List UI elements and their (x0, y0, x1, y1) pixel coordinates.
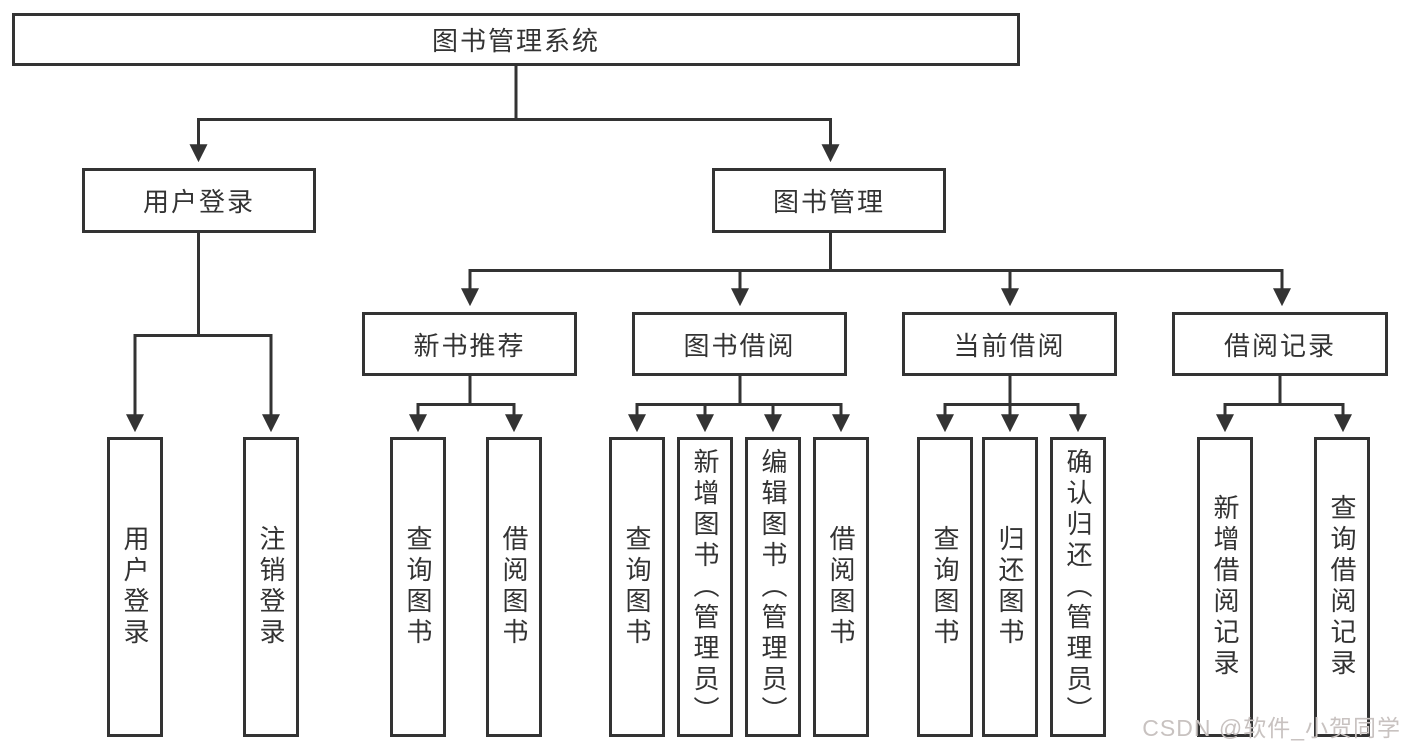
leaf-logout: 注销登录 (243, 437, 299, 737)
leaf-query-books-current: 查询图书 (917, 437, 973, 737)
leaf-query-books-borrow: 查询图书 (609, 437, 665, 737)
node-label: 注销登录 (256, 525, 286, 649)
node-borrow-records: 借阅记录 (1172, 312, 1388, 376)
leaf-user-login: 用户登录 (107, 437, 163, 737)
node-label: 借阅记录 (1223, 330, 1336, 361)
node-label: 编辑图书（管理员） (758, 447, 788, 727)
node-label: 借阅图书 (826, 525, 856, 649)
csdn-watermark: CSDN @软件_小贺同学 (1142, 715, 1401, 741)
leaf-borrow-books-borrow: 借阅图书 (813, 437, 869, 737)
leaf-add-books-admin: 新增图书（管理员） (677, 437, 733, 737)
leaf-return-books: 归还图书 (982, 437, 1038, 737)
leaf-confirm-return-admin: 确认归还（管理员） (1050, 437, 1106, 737)
node-new-book-recommend: 新书推荐 (362, 312, 577, 376)
node-user-login: 用户登录 (82, 168, 316, 233)
node-label: 查询借阅记录 (1327, 494, 1357, 680)
node-label: 查询图书 (930, 525, 960, 649)
node-label: 查询图书 (622, 525, 652, 649)
node-label: 当前借阅 (953, 330, 1066, 361)
node-root: 图书管理系统 (12, 13, 1020, 66)
leaf-query-books-recommend: 查询图书 (390, 437, 446, 737)
node-label: 新增借阅记录 (1210, 494, 1240, 680)
node-label: 用户登录 (120, 525, 150, 649)
node-label: 查询图书 (403, 525, 433, 649)
node-book-borrow: 图书借阅 (632, 312, 847, 376)
leaf-add-borrow-record: 新增借阅记录 (1197, 437, 1253, 737)
node-label: 新书推荐 (413, 330, 526, 361)
node-label: 图书借阅 (683, 330, 796, 361)
leaf-query-borrow-record: 查询借阅记录 (1314, 437, 1370, 737)
node-label: 新增图书（管理员） (690, 447, 720, 727)
node-label: 归还图书 (995, 525, 1025, 649)
node-label: 图书管理系统 (431, 26, 600, 56)
node-current-borrow: 当前借阅 (902, 312, 1117, 376)
node-label: 图书管理 (772, 187, 885, 217)
node-label: 确认归还（管理员） (1063, 447, 1093, 727)
node-book-management: 图书管理 (712, 168, 946, 233)
leaf-edit-books-admin: 编辑图书（管理员） (745, 437, 801, 737)
leaf-borrow-books-recommend: 借阅图书 (486, 437, 542, 737)
node-label: 借阅图书 (499, 525, 529, 649)
node-label: 用户登录 (142, 187, 255, 217)
